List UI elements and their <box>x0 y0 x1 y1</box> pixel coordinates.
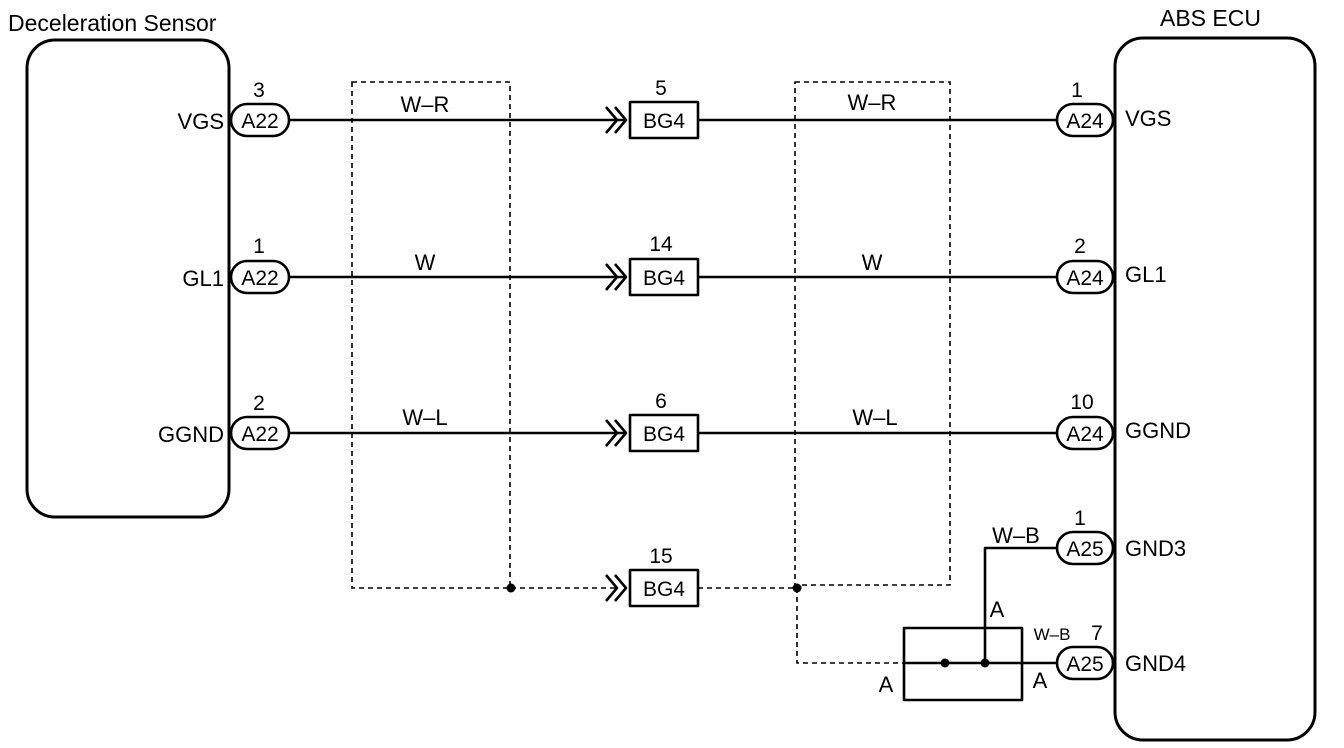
abs-ecu-box <box>1113 36 1317 742</box>
junction-splice-dot <box>980 658 990 668</box>
wire-color-label-right: W–L <box>852 405 897 430</box>
ecu-connector-id: A25 <box>1066 653 1103 676</box>
junction-label-top: A <box>990 597 1005 622</box>
junction-pin-number: 14 <box>649 233 673 256</box>
junction-connector-id: BG4 <box>643 267 685 290</box>
sensor-terminal-label: GGND <box>158 422 224 447</box>
ecu-terminal-label: VGS <box>1125 106 1171 131</box>
junction-label-left: A <box>879 672 894 697</box>
sensor-pin-number: 3 <box>253 79 265 102</box>
connector-chevron <box>614 574 628 602</box>
ecu-connector-id: A24 <box>1066 267 1104 290</box>
ecu-title: ABS ECU <box>1160 5 1261 31</box>
ecu-connector-oval <box>1055 259 1115 295</box>
shield-enclosure-right <box>794 81 951 586</box>
ecu-connector-id: A25 <box>1066 538 1103 561</box>
sensor-connector-id: A22 <box>241 423 278 446</box>
ecu-connector-oval <box>1055 415 1115 451</box>
shield-enclosure-left <box>351 81 511 589</box>
ecu-connector-oval <box>1055 645 1115 681</box>
wire-color-label-gnd4: W–B <box>1034 625 1071 644</box>
connector-chevron <box>614 419 628 447</box>
wire-gnd3 <box>983 546 1057 663</box>
connector-chevron <box>605 419 619 447</box>
wire-color-label-left: W <box>415 250 436 275</box>
wire-color-label-left: W–L <box>402 405 447 430</box>
junction-connector-id: BG4 <box>643 423 685 446</box>
ecu-terminal-label: GND4 <box>1125 651 1186 676</box>
sensor-connector-id: A22 <box>241 267 278 290</box>
ground-circuits: 1 A25 GND3 W–B A A A W–B 7 A25 GND4 <box>879 507 1186 702</box>
junction-connector-id: BG4 <box>643 578 685 601</box>
wire-color-label-right: W–R <box>848 90 897 115</box>
sensor-title: Deceleration Sensor <box>8 10 217 36</box>
ecu-pin-number: 1 <box>1074 507 1086 530</box>
ecu-pin-number: 10 <box>1070 391 1093 414</box>
ecu-pin-number: 7 <box>1091 622 1103 645</box>
ecu-terminal-label: GND3 <box>1125 536 1186 561</box>
deceleration-sensor-box <box>25 38 231 519</box>
sensor-connector-id: A22 <box>241 110 278 133</box>
connector-chevron <box>605 106 619 134</box>
ecu-terminal-label: GL1 <box>1125 262 1167 287</box>
ecu-pin-number: 1 <box>1071 79 1083 102</box>
sensor-terminal-label: VGS <box>178 109 224 134</box>
connector-chevron <box>605 574 619 602</box>
junction-label-right: A <box>1033 668 1048 693</box>
junction-pin-number: 5 <box>655 77 667 100</box>
connector-chevron <box>614 263 628 291</box>
ecu-connector-id: A24 <box>1066 110 1104 133</box>
sensor-terminal-label: GL1 <box>182 266 224 291</box>
wire-color-label-gnd3: W–B <box>992 523 1040 548</box>
junction-pin-number: 6 <box>655 390 667 413</box>
ecu-connector-id: A24 <box>1066 423 1104 446</box>
connector-chevron <box>605 263 619 291</box>
shield-drain-to-junction <box>796 588 904 664</box>
junction-splice-dot <box>940 658 950 668</box>
sensor-pin-number: 1 <box>253 235 265 258</box>
wire-color-label-right: W <box>862 250 883 275</box>
ecu-pin-number: 2 <box>1074 235 1086 258</box>
ecu-terminal-label: GGND <box>1125 418 1191 443</box>
ecu-connector-oval <box>1055 102 1115 138</box>
junction-connector-id: BG4 <box>643 110 685 133</box>
circuit-row-vgs: 3 A22 VGS W–R 5 BG4 W–R 1 A24 VGS <box>178 77 1171 140</box>
shield-drain-row: 15 BG4 <box>506 545 904 664</box>
junction-pin-number: 15 <box>649 545 672 568</box>
connector-chevron <box>614 106 628 134</box>
wire-color-label-left: W–R <box>401 92 450 117</box>
circuit-row-gl1: 1 A22 GL1 W 14 BG4 W 2 A24 GL1 <box>182 233 1167 297</box>
sensor-pin-number: 2 <box>253 392 265 415</box>
circuit-row-ggnd: 2 A22 GGND W–L 6 BG4 W–L 10 A24 GGND <box>158 390 1191 453</box>
